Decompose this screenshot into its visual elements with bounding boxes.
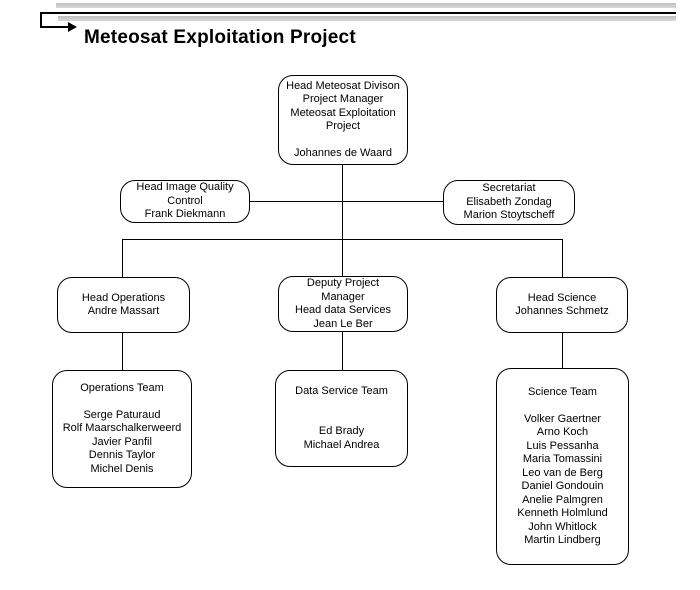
connector-science-team-vertical — [562, 333, 563, 368]
node-project-manager: Head Meteosat Divison Project Manager Me… — [278, 75, 408, 165]
connector-operations-team-vertical — [122, 333, 123, 370]
return-arrow-shaft — [40, 26, 70, 28]
top-gray-rule-1 — [56, 3, 676, 8]
node-head-operations: Head Operations Andre Massart — [57, 277, 190, 333]
return-arrow-head-icon — [68, 22, 77, 32]
connector-data-team-vertical — [342, 332, 343, 370]
return-arrow-icon — [40, 12, 42, 28]
connector-right-branch-vertical — [562, 239, 563, 277]
node-deputy-manager: Deputy Project Manager Head data Service… — [278, 276, 408, 332]
node-operations-team: Operations Team Serge Paturaud Rolf Maar… — [52, 370, 192, 488]
node-head-science: Head Science Johannes Schmetz — [496, 277, 628, 333]
node-image-quality: Head Image Quality Control Frank Diekman… — [120, 180, 250, 223]
connector-top-vertical — [342, 165, 343, 276]
connector-left-branch-vertical — [122, 239, 123, 277]
top-gray-rule-2 — [58, 16, 676, 21]
return-arrow-line — [40, 12, 676, 14]
connector-branch-horizontal — [122, 239, 562, 240]
node-secretariat: Secretariat Elisabeth Zondag Marion Stoy… — [443, 180, 575, 225]
node-data-service-team: Data Service Team Ed Brady Michael Andre… — [275, 370, 408, 467]
page-title: Meteosat Exploitation Project — [84, 27, 356, 48]
connector-staff-horizontal — [250, 201, 443, 202]
node-science-team: Science Team Volker Gaertner Arno Koch L… — [496, 368, 629, 565]
